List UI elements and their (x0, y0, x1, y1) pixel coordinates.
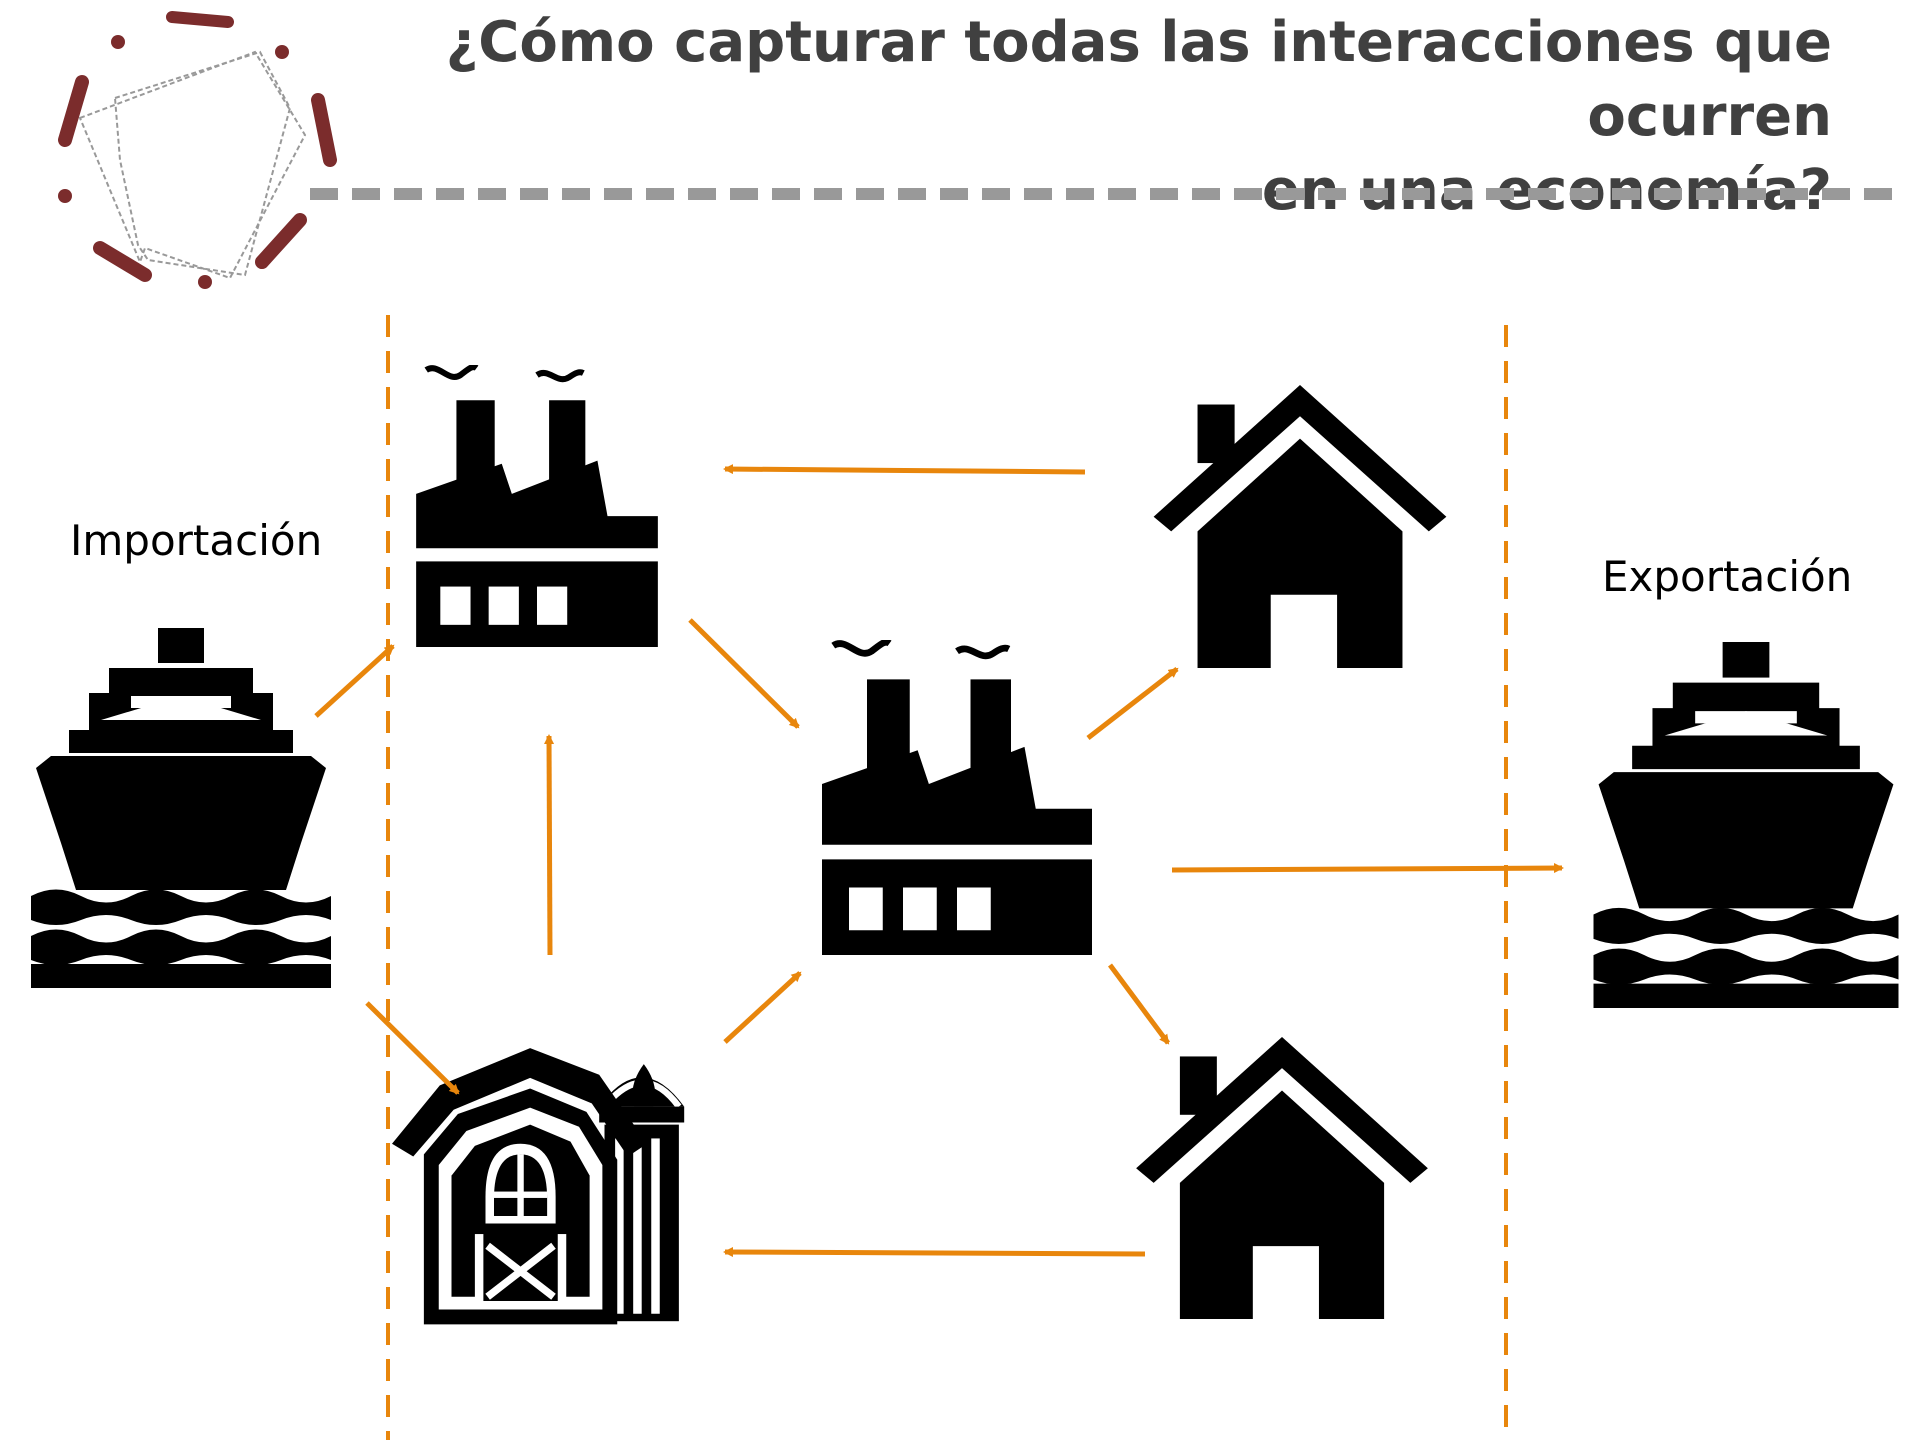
arrow-ship-to-factory1 (314, 644, 395, 718)
ship-icon (31, 628, 331, 988)
arrow-house2-to-farm (723, 1247, 1146, 1258)
arrow-factory2-to-house2 (1107, 963, 1171, 1045)
barn-silo-icon (392, 1048, 684, 1324)
arrow-farm-to-factory1 (544, 734, 555, 956)
title-line-1: ¿Cómo capturar todas las interacciones q… (445, 10, 1832, 149)
house-icon (1136, 1037, 1428, 1319)
slide-title: ¿Cómo capturar todas las interacciones q… (272, 6, 1832, 228)
ship-icon (1593, 642, 1899, 1008)
arrow-ship-to-farm (365, 1001, 460, 1095)
factory-icon (416, 367, 658, 647)
factory-icon (822, 642, 1092, 955)
arrow-factory2-to-export (1171, 863, 1564, 874)
house-icon (1153, 385, 1447, 668)
arrow-farm-to-factory2 (723, 971, 802, 1044)
arrow-factory2-to-house1 (1086, 667, 1179, 740)
arrow-house1-to-factory1 (723, 464, 1086, 475)
import-label: Importación (70, 516, 323, 565)
arrow-factory1-to-factory2 (688, 618, 800, 729)
export-label: Exportación (1602, 552, 1853, 601)
logo-emblem (58, 11, 337, 289)
